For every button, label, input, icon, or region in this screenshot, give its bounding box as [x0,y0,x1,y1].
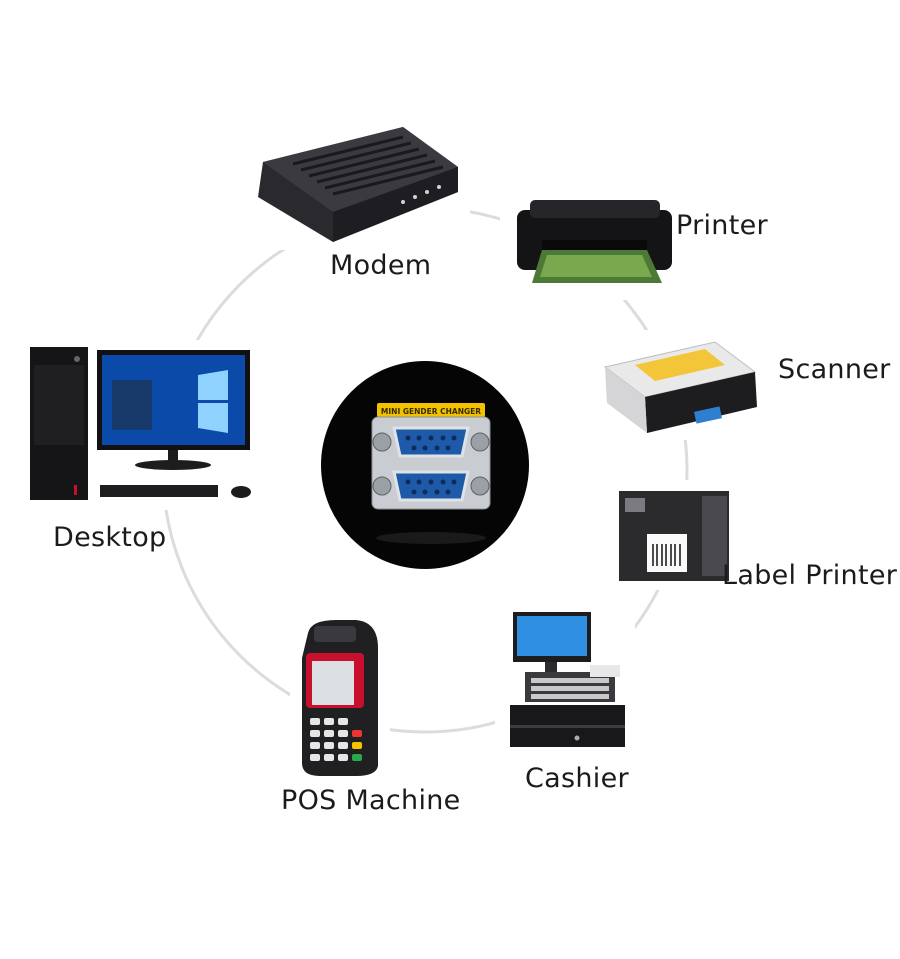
scanner-icon [603,341,757,433]
device-label-desktop: Desktop [53,522,167,553]
gender-changer-product-image: MINI GENDER CHANGER [321,361,529,569]
device-label-pos: POS Machine [281,785,461,816]
device-label-label-printer: Label Printer [722,560,898,591]
desktop-computer-icon [30,347,251,500]
device-label-scanner: Scanner [778,354,891,385]
pos-terminal-icon [302,620,378,776]
device-label-cashier: Cashier [525,763,629,794]
cash-register-icon [510,612,625,747]
device-label-modem: Modem [330,250,432,281]
device-label-printer: Printer [676,210,768,241]
modem-icon [258,127,458,242]
printer-icon [517,200,672,283]
product-plate-text: MINI GENDER CHANGER [381,407,481,416]
label-printer-icon [619,491,729,581]
